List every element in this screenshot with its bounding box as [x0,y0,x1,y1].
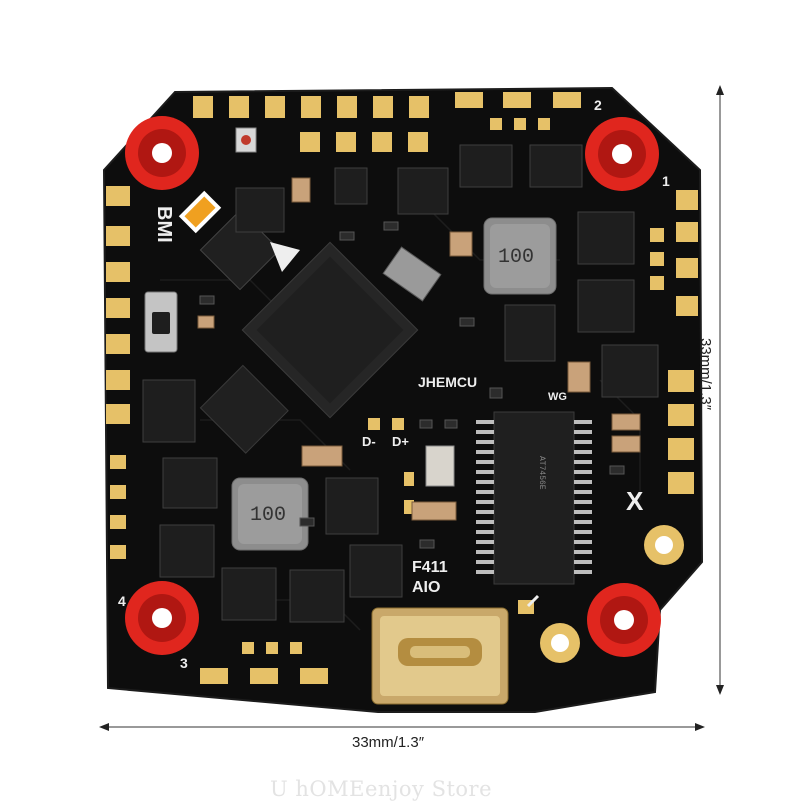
gyro-silkscreen: BMI [153,206,175,243]
usb-plus-silkscreen: D+ [392,434,409,449]
osd-chip [476,411,592,585]
vbat-silkscreen: WG [548,391,567,403]
mount-grommet-bottom-left [125,581,199,655]
aio-silkscreen: AIO [412,579,440,596]
mcu-silkscreen: F411 [412,559,448,576]
motor-3-silkscreen: 3 [180,655,188,671]
height-dimension-label: 33mm/1.3″ [697,338,714,411]
sensor-chip [425,445,455,487]
ring-pad-bottom [540,623,580,663]
mount-grommet-bottom-right [587,583,661,657]
osd-chip-text: AT7456E [537,456,546,490]
mosfet-chips [142,144,659,623]
mcu-chip [241,241,419,419]
width-dimension-label: 33mm/1.3″ [352,734,425,751]
left-edge-pads [106,186,130,559]
cross-silkscreen: X [626,486,644,516]
inductor-top-value: 100 [498,246,534,269]
gyro-capacitor [178,190,222,234]
mount-grommet-top-left [125,116,199,190]
inductor-bottom [231,477,309,551]
usb-minus-silkscreen: D- [362,434,376,449]
bottom-edge-pads [200,418,534,684]
ring-pad-right [644,525,684,565]
store-watermark: U hOMEenjoy Store [270,777,493,801]
silk-line [526,594,540,608]
inductor-bottom-value: 100 [250,504,286,527]
crystal [382,246,442,302]
motor-4-silkscreen: 4 [118,593,126,609]
smd-resistors [199,221,625,549]
motor-2-silkscreen: 2 [594,97,602,113]
usb-c-port[interactable] [371,607,509,705]
orientation-arrow-icon [270,242,300,272]
motor-1-silkscreen: 1 [662,173,670,189]
top-edge-pads [193,92,581,152]
flight-controller-board: BMI JHEMCU F411 AIO D- D+ 1 2 3 4 WG X 1… [102,86,704,713]
status-led [235,127,257,153]
boot-button[interactable] [144,291,178,353]
baro-chip [199,364,289,454]
smd-capacitors [197,177,641,521]
right-edge-pads [650,190,698,494]
inductor-top [483,217,557,295]
mount-grommet-top-right [585,117,659,191]
brand-silkscreen: JHEMCU [418,374,477,390]
